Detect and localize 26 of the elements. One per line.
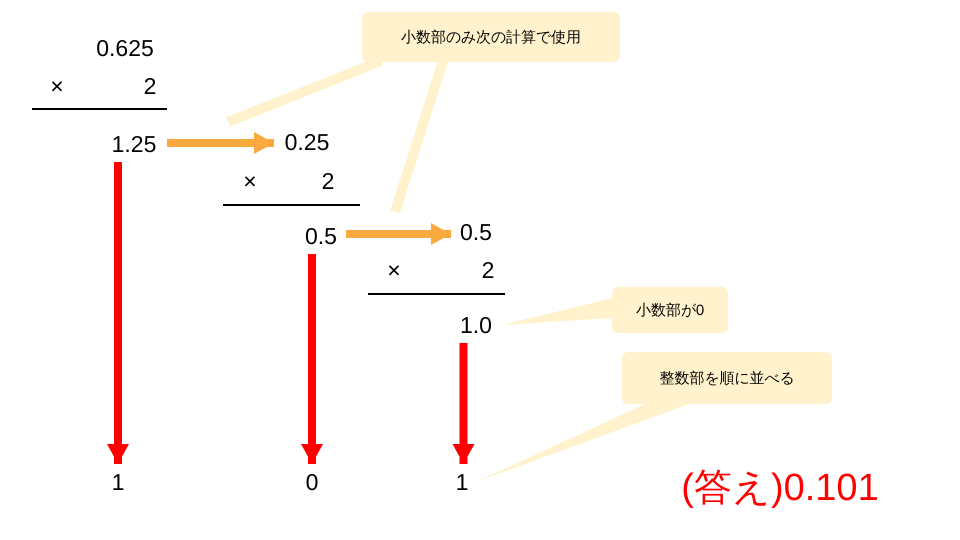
multiplier-value: 2 <box>480 256 496 284</box>
callout-bubble: 小数部のみ次の計算で使用 <box>362 12 620 62</box>
answer-text: (答え)0.101 <box>680 466 880 510</box>
integer-digit: 1 <box>452 468 472 496</box>
callout-tail <box>390 59 448 214</box>
multiplication-sign: × <box>386 256 402 284</box>
product-value: 0.5 <box>300 222 342 250</box>
arrow <box>346 223 451 245</box>
callout-bubble: 小数部が0 <box>612 287 728 333</box>
integer-digit: 1 <box>108 468 128 496</box>
arrow <box>167 132 274 154</box>
arrow <box>301 254 323 464</box>
callout-bubble: 整数部を順に並べる <box>622 352 832 404</box>
multiplicand-value: 0.5 <box>455 218 497 246</box>
multiplier-value: 2 <box>142 72 158 100</box>
product-value: 1.0 <box>455 311 497 339</box>
product-value: 1.25 <box>105 130 163 158</box>
arrow <box>452 343 474 464</box>
multiplier-value: 2 <box>320 167 336 195</box>
arrow <box>107 162 129 464</box>
multiplicand-value: 0.25 <box>278 128 336 156</box>
multiplication-sign: × <box>49 72 65 100</box>
callout-tail <box>501 298 613 325</box>
multiplicand-value: 0.625 <box>95 34 155 62</box>
integer-digit: 0 <box>302 468 322 496</box>
multiplication-sign: × <box>242 167 258 195</box>
